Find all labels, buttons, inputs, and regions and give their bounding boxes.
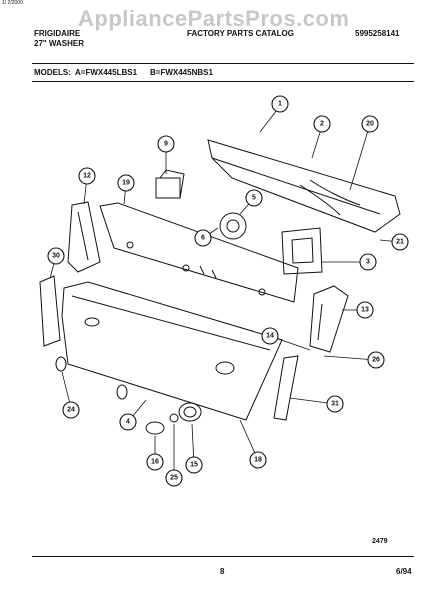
svg-text:30: 30 [52, 253, 60, 260]
svg-text:25: 25 [170, 475, 178, 482]
part-end-cap-left [39, 275, 61, 347]
callout-25: 25 [165, 469, 183, 487]
callout-5: 5 [245, 189, 263, 207]
svg-text:5: 5 [252, 195, 256, 202]
callout-26: 26 [367, 351, 385, 369]
callout-19: 19 [117, 174, 135, 192]
svg-text:26: 26 [372, 357, 380, 364]
callout-12: 12 [78, 167, 96, 185]
callout-21: 21 [391, 233, 409, 251]
callout-14: 14 [261, 327, 279, 345]
svg-text:6: 6 [201, 235, 205, 242]
callout-6: 6 [194, 229, 212, 247]
header-rule-top [32, 63, 414, 64]
part-end-cap-right [309, 285, 349, 353]
callout-20: 20 [361, 115, 379, 133]
svg-text:20: 20 [366, 121, 374, 128]
svg-text:15: 15 [190, 462, 198, 469]
part-end-bracket-left [67, 201, 101, 273]
callout-13: 13 [356, 301, 374, 319]
callout-1: 1 [271, 95, 289, 113]
svg-text:12: 12 [83, 173, 91, 180]
part-trim-strip [273, 355, 299, 421]
svg-text:16: 16 [151, 459, 159, 466]
svg-text:24: 24 [67, 407, 75, 414]
part-timer [281, 227, 323, 275]
part-control-panel [99, 202, 299, 303]
callout-16: 16 [146, 453, 164, 471]
svg-text:1: 1 [278, 101, 282, 108]
part-timer-knob [145, 402, 202, 435]
brand-label: FRIGIDAIRE [34, 29, 81, 38]
product-label: 27" WASHER [34, 39, 85, 48]
part-console-back-panel [207, 139, 401, 233]
top-note: 1/ 2/2000 [2, 0, 23, 6]
header-rule-bottom [32, 81, 414, 82]
footer-rule [32, 556, 414, 557]
callout-2: 2 [313, 115, 331, 133]
callout-18: 18 [249, 451, 267, 469]
svg-text:2: 2 [320, 121, 324, 128]
svg-text:18: 18 [254, 457, 262, 464]
model-a: A=FWX445LBS1 [75, 68, 138, 77]
footer-date: 6/94 [396, 567, 412, 576]
callout-9: 9 [157, 135, 175, 153]
svg-text:3: 3 [366, 259, 370, 266]
svg-text:4: 4 [126, 419, 130, 426]
svg-text:14: 14 [266, 333, 274, 340]
callout-4: 4 [119, 413, 137, 431]
svg-text:13: 13 [361, 307, 369, 314]
callout-24: 24 [62, 401, 80, 419]
callout-15: 15 [185, 456, 203, 474]
part-knob-left [55, 356, 128, 400]
catalog-number: 5995258141 [355, 29, 400, 38]
models-label: MODELS: [34, 68, 71, 77]
part-selector-switch [219, 212, 247, 240]
callout-31: 31 [326, 395, 344, 413]
watermark-text: AppliancePartsPros.com [78, 6, 350, 31]
part-timer-bracket [155, 169, 185, 199]
svg-text:9: 9 [164, 141, 168, 148]
part-control-panel-front [61, 281, 283, 421]
callout-3: 3 [359, 253, 377, 271]
page-number: 8 [220, 567, 225, 576]
svg-text:21: 21 [396, 239, 404, 246]
svg-text:31: 31 [331, 401, 339, 408]
svg-text:19: 19 [122, 180, 130, 187]
model-b: B=FWX445NBS1 [150, 68, 213, 77]
callout-30: 30 [47, 247, 65, 265]
catalog-title: FACTORY PARTS CATALOG [187, 29, 294, 38]
drawing-number: 2479 [372, 538, 388, 545]
